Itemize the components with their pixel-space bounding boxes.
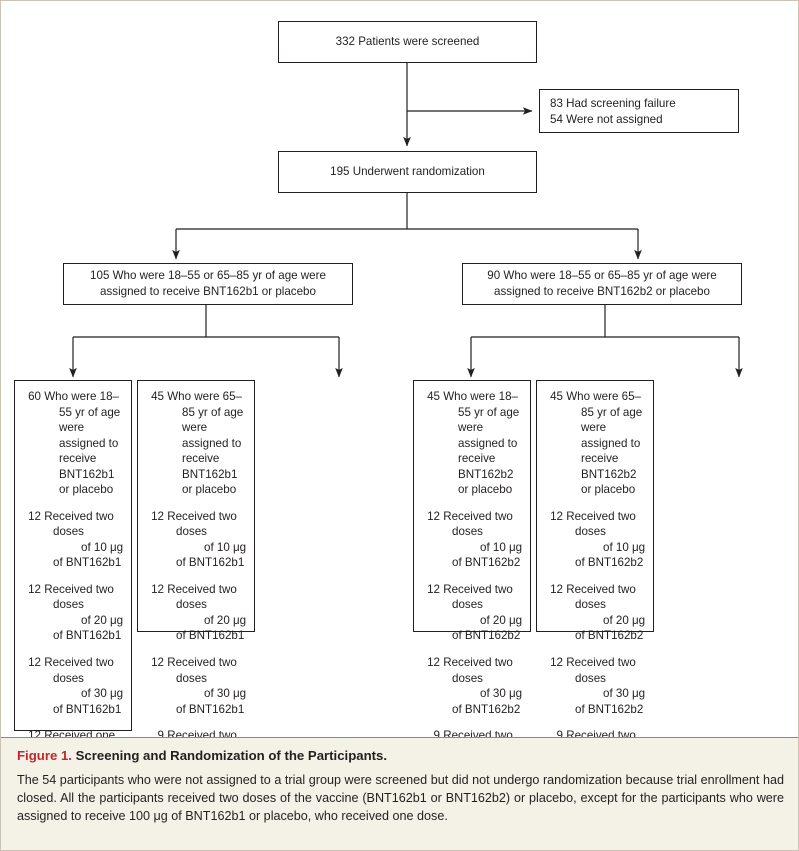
leaf-item-line-2: of 30 μg of BNT162b1 [176,687,247,716]
node-arm-bnt162b2-line-1: 90 Who were 18–55 or 65–85 yr of age wer… [487,269,717,283]
node-randomized[interactable]: 195 Underwent randomization [278,151,537,193]
leaf-item-count: 12 [427,655,440,669]
leaf-item-count: 12 [28,509,41,523]
leaf-item-line-2: of 20 μg of BNT162b2 [452,613,523,643]
leaf-item-line-2: of 30 μg of BNT162b2 [452,687,523,716]
leaf-header-count: 45 [550,390,563,403]
node-excluded-line-2: 54 Were not assigned [550,112,663,126]
leaf-header-text: Who were 65–85 yr of age were assigned t… [164,390,244,497]
leaf-item-line-1: Received two doses [164,582,237,612]
leaf-header: 45 Who were 65–85 yr of age were assigne… [541,389,649,498]
leaf-item-count: 12 [151,509,164,523]
leaf-item-count: 12 [427,582,440,596]
leaf-item-count: 12 [151,582,164,596]
leaf-item-count: 12 [28,582,41,596]
node-leaf-bnt162b1-65-85[interactable]: 45 Who were 65–85 yr of age were assigne… [137,380,255,789]
leaf-item-line-2: of 10 μg of BNT162b2 [575,540,646,570]
leaf-header-count: 60 [28,390,41,403]
leaf-item-line-2: of 30 μg of BNT162b2 [575,687,646,716]
leaf-item-line-1: Received two doses [563,582,636,612]
node-arm-bnt162b1[interactable]: 105 Who were 18–55 or 65–85 yr of age we… [63,263,353,305]
leaf-header-count: 45 [427,390,440,403]
leaf-item-line-1: Received two doses [41,582,114,612]
node-arm-bnt162b2-line-2: assigned to receive BNT162b2 or placebo [494,285,710,298]
leaf-item-count: 9 [433,729,440,743]
leaf-item-line-1: Received two doses [440,582,513,612]
leaf-item-line-2: of 20 μg of BNT162b1 [53,613,124,643]
leaf-item-line-2: of 30 μg of BNT162b1 [53,687,124,716]
leaf-item-count: 12 [151,655,164,669]
node-excluded-line-1: 83 Had screening failure [550,97,676,110]
caption-figure-number: Figure 1. [17,748,72,763]
leaf-header: 60 Who were 18–55 yr of age were assigne… [19,389,127,498]
leaf-item-line-1: Received two doses [440,655,513,685]
leaf-item-line-1: Received two doses [164,655,237,685]
leaf-item-line-2: of 10 μg of BNT162b1 [176,540,247,570]
figure-caption: Figure 1. Screening and Randomization of… [1,737,798,850]
node-arm-bnt162b1-line-2: assigned to receive BNT162b1 or placebo [100,285,316,298]
leaf-item-line-1: Received two doses [41,509,114,539]
leaf-item-line-2: of 20 μg of BNT162b2 [575,613,646,643]
leaf-item-count: 9 [556,729,563,743]
leaf-item-line-1: Received two doses [563,509,636,539]
node-randomized-label: 195 Underwent randomization [330,165,485,179]
leaf-header-text: Who were 18–55 yr of age were assigned t… [41,390,121,497]
leaf-item-line-1: Received two doses [563,655,636,685]
leaf-item-line-1: Received two doses [440,509,513,539]
leaf-item-count: 9 [157,729,164,743]
leaf-item-count: 12 [427,509,440,523]
node-arm-bnt162b1-line-1: 105 Who were 18–55 or 65–85 yr of age we… [90,269,326,283]
leaf-item-count: 12 [28,655,41,669]
node-arm-bnt162b2[interactable]: 90 Who were 18–55 or 65–85 yr of age wer… [462,263,742,305]
node-leaf-bnt162b1-18-55[interactable]: 60 Who were 18–55 yr of age were assigne… [14,380,132,850]
caption-title-text: Screening and Randomization of the Parti… [71,748,388,763]
node-screened-label: 332 Patients were screened [335,35,480,49]
leaf-item-line-2: of 20 μg of BNT162b1 [176,613,247,643]
leaf-item-line-2: of 10 μg of BNT162b2 [452,540,523,570]
leaf-header-text: Who were 65–85 yr of age were assigned t… [563,390,643,497]
node-screened[interactable]: 332 Patients were screened [278,21,537,63]
leaf-item-count: 12 [550,582,563,596]
caption-body: The 54 participants who were not assigne… [17,772,784,824]
leaf-item-count: 12 [550,655,563,669]
leaf-header: 45 Who were 18–55 yr of age were assigne… [418,389,526,498]
leaf-header: 45 Who were 65–85 yr of age were assigne… [142,389,250,498]
leaf-item-line-1: Received two doses [164,509,237,539]
leaf-item-count: 12 [550,509,563,523]
node-leaf-bnt162b2-18-55[interactable]: 45 Who were 18–55 yr of age were assigne… [413,380,531,789]
leaf-header-count: 45 [151,390,164,403]
node-excluded[interactable]: 83 Had screening failure 54 Were not ass… [539,89,739,133]
leaf-header-text: Who were 18–55 yr of age were assigned t… [440,390,520,497]
leaf-item-line-2: of 10 μg of BNT162b1 [53,540,124,570]
caption-title: Figure 1. Screening and Randomization of… [17,748,784,765]
node-leaf-bnt162b2-65-85[interactable]: 45 Who were 65–85 yr of age were assigne… [536,380,654,789]
leaf-item-line-1: Received two doses [41,655,114,685]
